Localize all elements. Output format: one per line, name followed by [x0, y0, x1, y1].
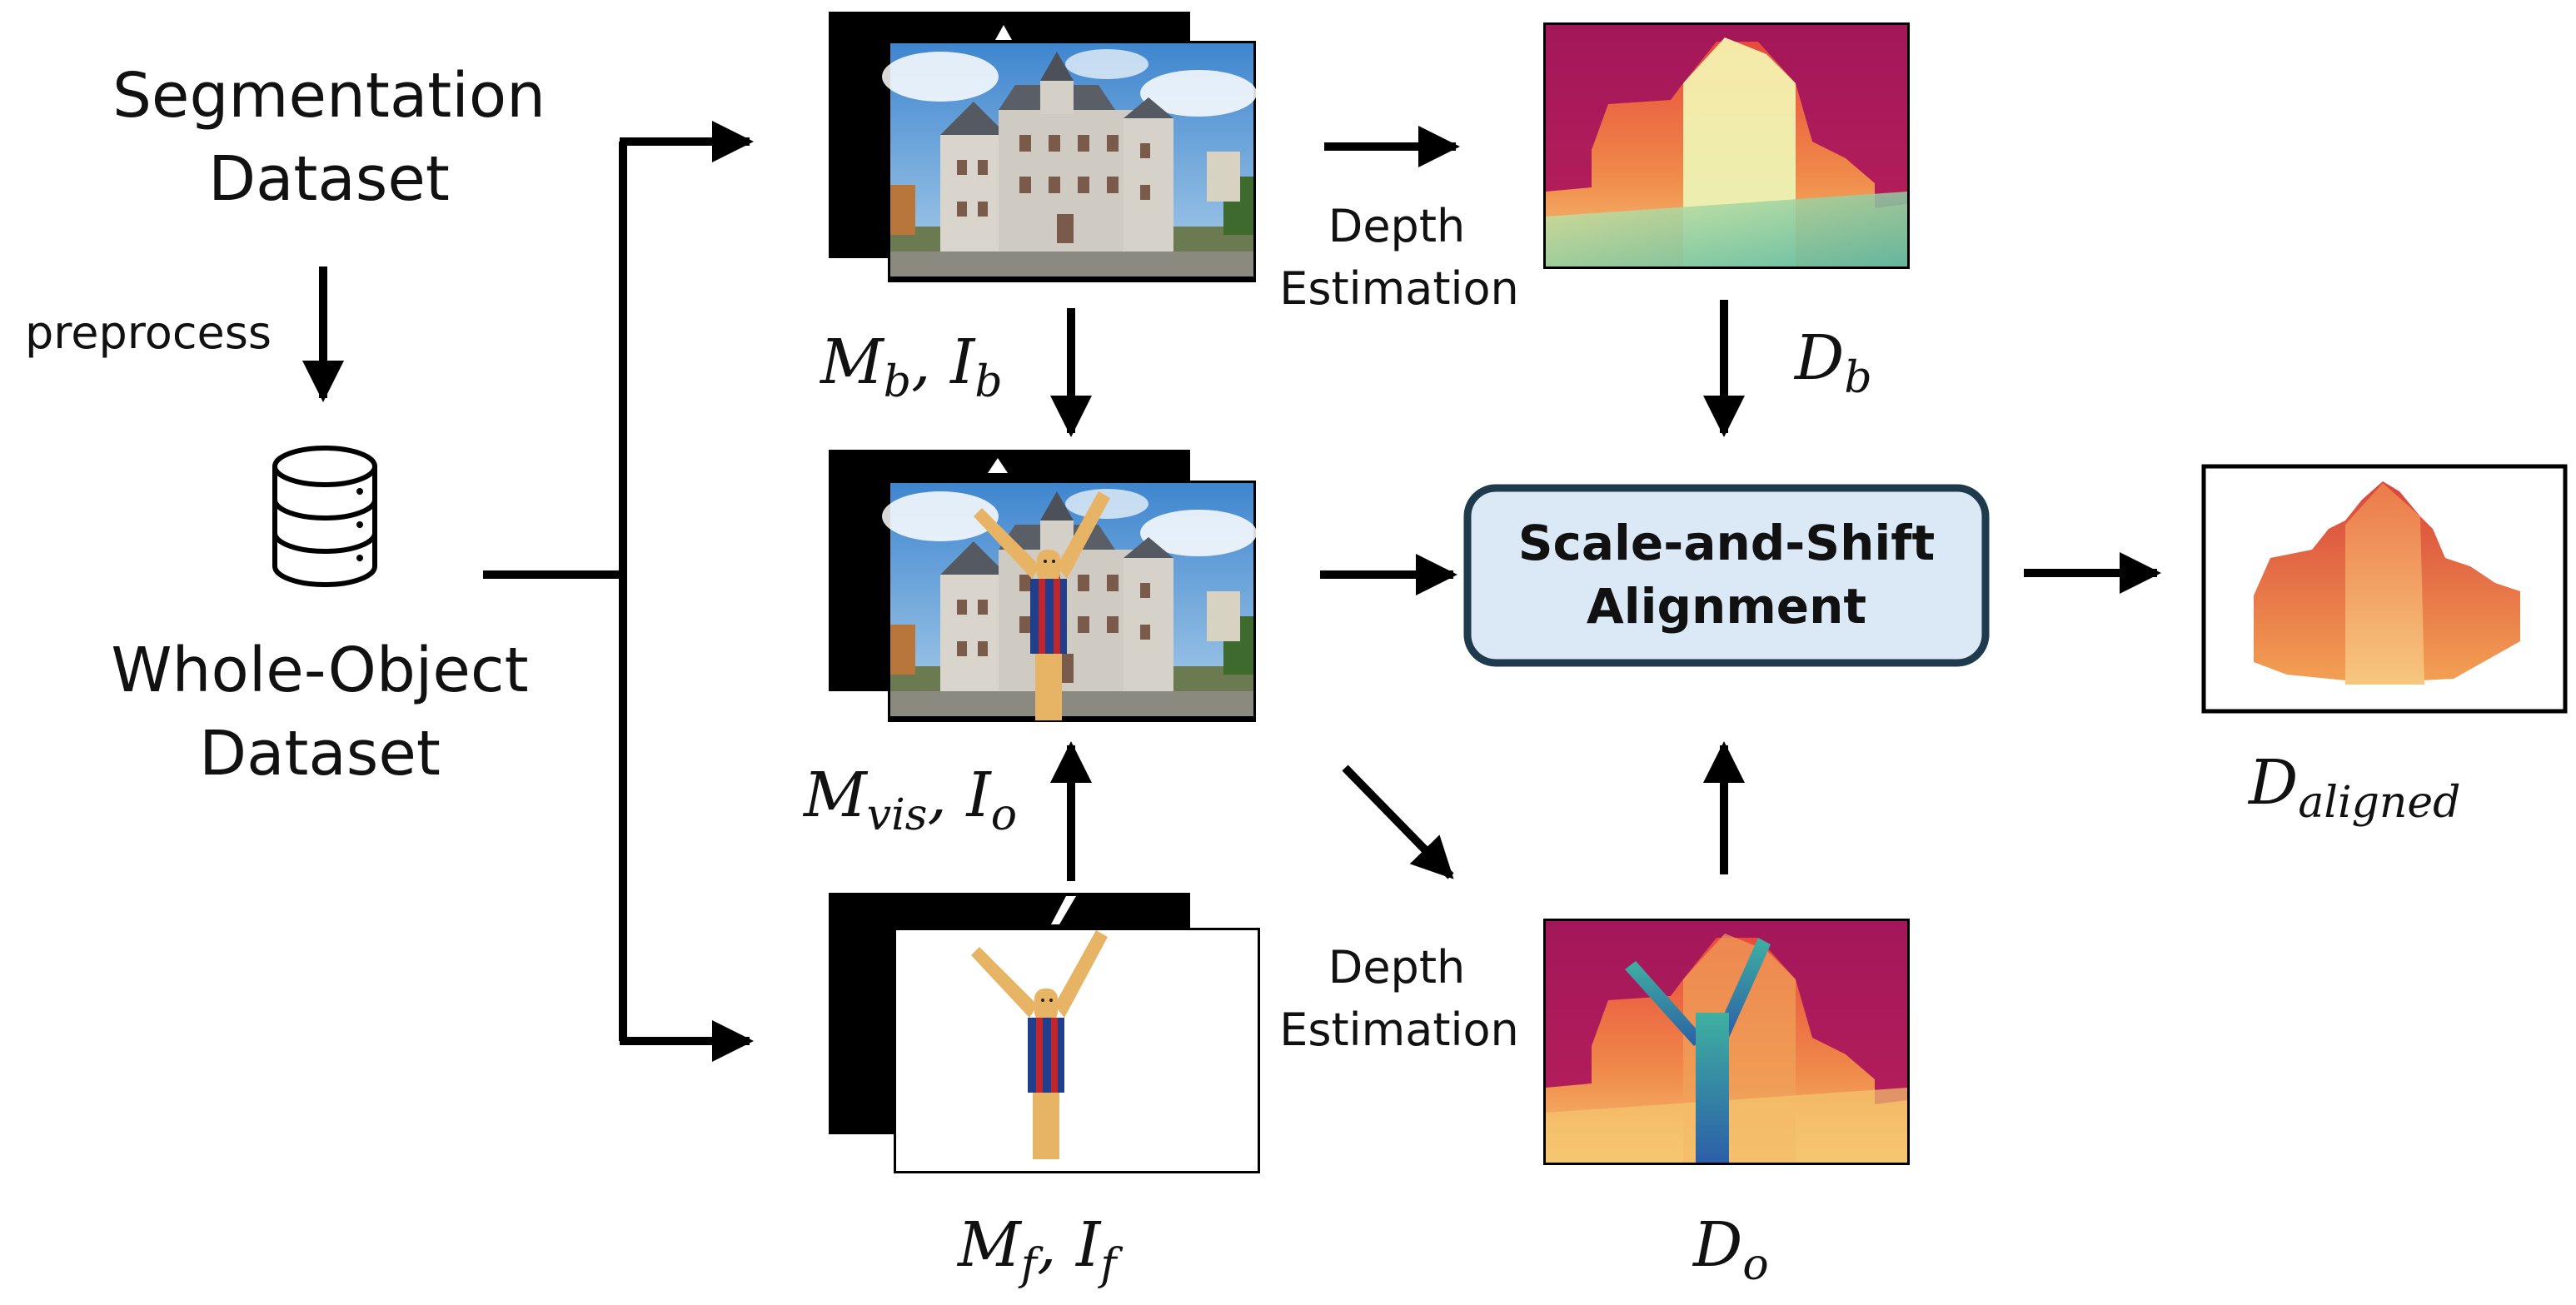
background-mask-image-stack: [829, 12, 1257, 282]
whole-object-dataset-label-line2: Dataset: [199, 718, 441, 789]
background-image: [882, 41, 1257, 282]
scale-and-shift-alignment-box: Scale-and-Shift Alignment: [1463, 484, 1990, 667]
whole-object-dataset-label-line1: Whole-Object: [111, 635, 528, 706]
alignment-label-line2: Alignment: [1587, 578, 1866, 635]
depth-estimation-bottom-label-line2: Estimation: [1279, 1004, 1519, 1056]
aligned-depth-label: Daligned: [2247, 747, 2460, 828]
background-depth-label: Db: [1793, 322, 1872, 403]
preprocess-label: preprocess: [25, 306, 272, 359]
database-icon: [272, 446, 377, 587]
object-depth-label: Do: [1692, 1209, 1769, 1290]
foreground-image: [894, 928, 1260, 1173]
visible-composite-image: [882, 481, 1257, 722]
depth-estimation-top-label-line1: Depth: [1328, 200, 1465, 252]
segmentation-dataset-label-line2: Dataset: [208, 143, 450, 215]
segmentation-dataset-label-line1: Segmentation: [112, 60, 546, 132]
depth-estimation-bottom-label-line1: Depth: [1328, 941, 1465, 994]
visible-to-object-depth-arrow: [1342, 765, 1454, 879]
background-depth-map: [1543, 22, 1910, 269]
aligned-depth-map: [2201, 464, 2568, 714]
visible-mask-image-stack: [829, 450, 1257, 722]
branch-connector: [483, 121, 754, 1062]
alignment-label-line1: Scale-and-Shift: [1518, 515, 1936, 571]
background-mask-image-label: Mb, Ib: [819, 326, 1003, 407]
foreground-mask-image-stack: [829, 893, 1260, 1173]
object-depth-map: [1543, 919, 1910, 1165]
depth-estimation-top-label-line2: Estimation: [1279, 262, 1519, 315]
visible-mask-image-label: Mvis, Io: [802, 760, 1017, 840]
foreground-mask-image-label: Mf, If: [956, 1209, 1123, 1290]
